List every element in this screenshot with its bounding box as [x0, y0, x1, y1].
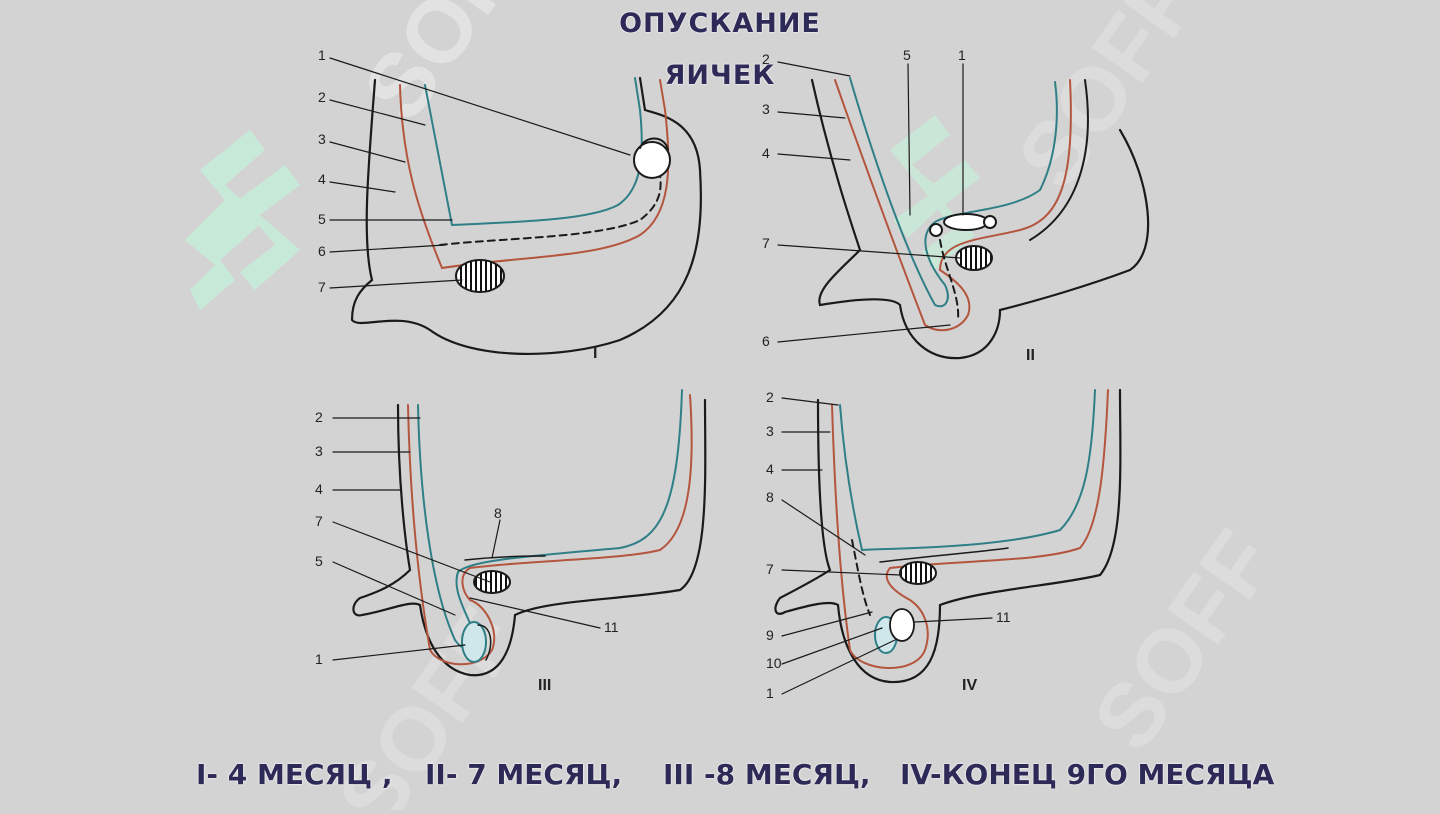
panel-2-label-7: 7 — [762, 235, 770, 251]
watermark-logo-left — [185, 130, 300, 310]
panel-1-testis — [633, 141, 671, 179]
panel-3-label-4: 4 — [315, 481, 323, 497]
panel-4-teal-layer — [839, 389, 1096, 552]
panel-3-label-5: 5 — [315, 553, 323, 569]
panel-3-hatched-body — [473, 570, 511, 594]
panel-2-testis — [943, 213, 989, 231]
panel-1-label-6: 6 — [318, 243, 326, 259]
panel-1-numeral: I — [593, 345, 597, 362]
panel-1: 1 2 3 4 5 6 7 I — [318, 47, 702, 362]
panel-2-label-5: 5 — [903, 47, 911, 63]
panel-1-body-outline — [350, 76, 702, 356]
panel-2-label-1: 1 — [958, 47, 966, 63]
panel-2-numeral: II — [1026, 347, 1035, 364]
panel-4-label-11: 11 — [996, 609, 1011, 625]
panel-4-white-band — [879, 547, 1009, 563]
title-line-2: ЯИЧЕК — [664, 60, 776, 91]
panel-4-label-1: 1 — [766, 685, 774, 701]
panel-2-label-3: 3 — [762, 101, 770, 117]
panel-1-label-4: 4 — [318, 171, 326, 187]
panel-3-label-3: 3 — [315, 443, 323, 459]
panel-4: 2 3 4 8 7 9 10 1 11 IV — [766, 388, 1122, 701]
panel-4-leader-lines — [781, 397, 993, 695]
panel-2-label-2: 2 — [762, 51, 770, 67]
panel-4-numeral: IV — [962, 677, 977, 694]
panel-3-numeral: III — [538, 677, 551, 694]
panel-2-node-right — [983, 215, 997, 229]
panel-3-label-8: 8 — [494, 505, 502, 521]
panel-3-testis — [461, 621, 487, 663]
panel-2-label-6: 6 — [762, 333, 770, 349]
panel-3-body-outline — [352, 398, 707, 677]
panel-1-hatched-body — [455, 259, 505, 293]
panel-1-dashed-guide — [439, 174, 662, 246]
panel-1-leader-lines — [329, 57, 631, 289]
panel-2-dashed-guide — [939, 239, 960, 321]
panel-3-white-band — [464, 555, 546, 561]
panel-4-label-2: 2 — [766, 389, 774, 405]
panel-4-label-4: 4 — [766, 461, 774, 477]
panel-3-leader-lines — [332, 417, 601, 661]
panel-1-label-2: 2 — [318, 89, 326, 105]
panel-4-label-8: 8 — [766, 489, 774, 505]
panel-4-red-layer — [831, 389, 1109, 669]
panel-3-red-layer — [407, 394, 693, 666]
panel-2-body-outline — [810, 78, 1150, 360]
caption-stage-4: IV-КОНЕЦ 9ГО МЕСЯЦА — [900, 758, 1275, 791]
caption-stage-2: II- 7 МЕСЯЦ, — [425, 758, 623, 791]
panel-1-label-1: 1 — [318, 47, 326, 63]
panel-1-teal-layer — [424, 77, 643, 227]
title-line-1: ОПУСКАНИЕ — [619, 8, 821, 39]
panel-3-teal-layer — [417, 389, 683, 650]
panel-4-tunica — [889, 608, 915, 642]
panel-1-label-7: 7 — [318, 279, 326, 295]
panel-3-label-7: 7 — [315, 513, 323, 529]
panel-2-teal-layer — [849, 77, 1058, 308]
panel-4-label-3: 3 — [766, 423, 774, 439]
panel-2: 2 3 4 5 1 7 6 II — [762, 47, 1150, 364]
panel-1-label-3: 3 — [318, 131, 326, 147]
caption-stage-3: III -8 МЕСЯЦ, — [663, 758, 871, 791]
caption-stage-1: I- 4 МЕСЯЦ , — [196, 758, 393, 791]
panel-4-label-7: 7 — [766, 561, 774, 577]
panel-4-hatched-body — [899, 561, 937, 585]
panel-1-red-layer — [399, 79, 670, 270]
panel-1-testis-cap — [639, 137, 669, 151]
panel-2-node-left — [929, 223, 943, 237]
panel-2-red-layer — [834, 79, 1072, 332]
panel-3: 2 3 4 7 5 1 8 11 III — [315, 389, 707, 694]
panel-3-epididymis — [477, 624, 492, 661]
panel-1-label-5: 5 — [318, 211, 326, 227]
panel-2-inner-right-black — [1029, 79, 1089, 241]
panel-3-label-1: 1 — [315, 651, 323, 667]
panel-4-dashed-guide — [851, 539, 871, 616]
panel-3-label-2: 2 — [315, 409, 323, 425]
panel-4-body-outline — [774, 388, 1122, 684]
panel-2-leader-lines — [777, 61, 964, 343]
panel-2-hatched-body — [955, 245, 993, 271]
panel-4-label-9: 9 — [766, 627, 774, 643]
watermark-text-bottom-right: SOFF — [1075, 514, 1295, 768]
panel-2-label-4: 4 — [762, 145, 770, 161]
panel-3-label-11: 11 — [604, 619, 619, 635]
panel-4-label-10: 10 — [766, 655, 782, 671]
